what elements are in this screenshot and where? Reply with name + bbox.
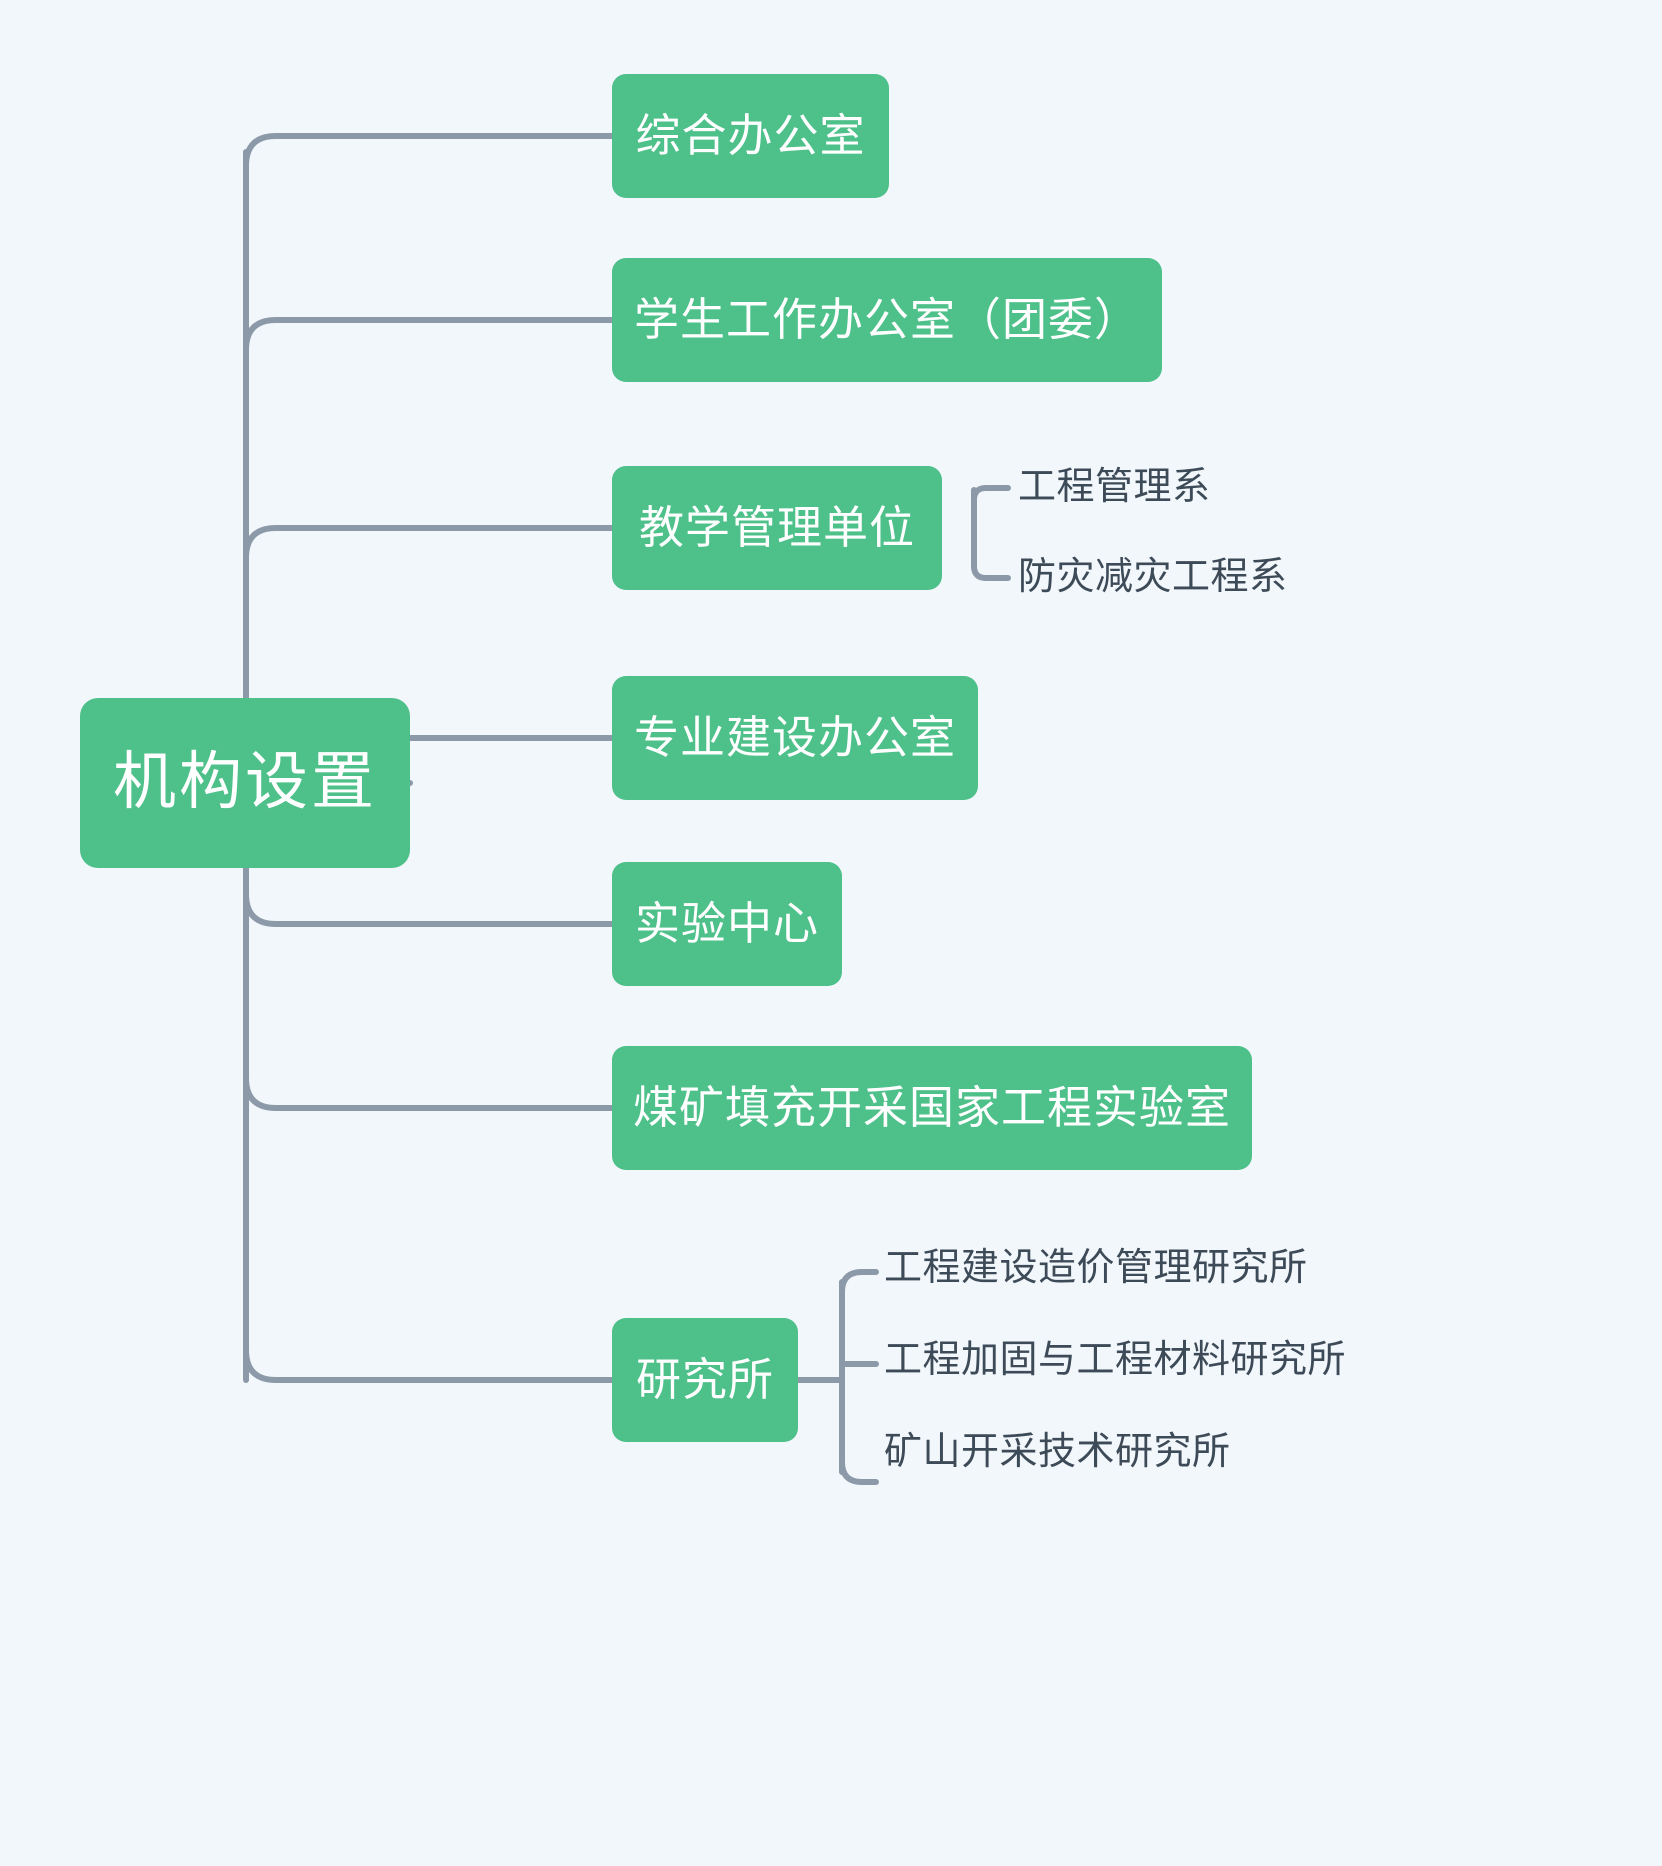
node-teaching-management-unit[interactable]: 教学管理单位 [612, 466, 942, 590]
node-label: 学生工作办公室（团委） [634, 294, 1141, 346]
leaf-reinforcement-materials-institute[interactable]: 工程加固与工程材料研究所 [884, 1339, 1347, 1381]
connector-branch-1 [243, 133, 615, 169]
node-experiment-center[interactable]: 实验中心 [612, 862, 842, 986]
connector-branch-6 [243, 1075, 615, 1111]
leaf-disaster-prevention-dept[interactable]: 防灾减灾工程系 [1018, 556, 1288, 598]
node-label: 煤矿填充开采国家工程实验室 [633, 1082, 1232, 1134]
connector-sub-7-1 [839, 1269, 879, 1295]
connector-sub-3-1 [971, 485, 1011, 503]
node-label: 实验中心 [635, 898, 820, 950]
node-label: 综合办公室 [635, 110, 866, 162]
connector-sub-3-2 [971, 563, 1011, 581]
connector-branch-2 [243, 317, 615, 353]
connector-branch-7 [243, 1347, 615, 1383]
node-label: 教学管理单位 [638, 502, 915, 554]
node-label: 专业建设办公室 [634, 712, 957, 764]
leaf-mining-technology-institute[interactable]: 矿山开采技术研究所 [884, 1431, 1231, 1473]
node-national-engineering-lab[interactable]: 煤矿填充开采国家工程实验室 [612, 1046, 1252, 1170]
connector-branch-5 [243, 891, 615, 927]
leaf-engineering-management-dept[interactable]: 工程管理系 [1018, 466, 1211, 508]
node-student-affairs-office[interactable]: 学生工作办公室（团委） [612, 258, 1162, 382]
node-comprehensive-office[interactable]: 综合办公室 [612, 74, 889, 198]
connector-branch-3 [243, 525, 615, 561]
root-node-institutional-structure[interactable]: 机构设置 [80, 698, 410, 868]
connector-sub-7-3 [839, 1459, 879, 1485]
node-label: 研究所 [636, 1354, 775, 1406]
node-major-construction-office[interactable]: 专业建设办公室 [612, 676, 978, 800]
node-research-institutes[interactable]: 研究所 [612, 1318, 798, 1442]
root-node-label: 机构设置 [113, 747, 377, 818]
leaf-construction-cost-institute[interactable]: 工程建设造价管理研究所 [884, 1247, 1308, 1289]
